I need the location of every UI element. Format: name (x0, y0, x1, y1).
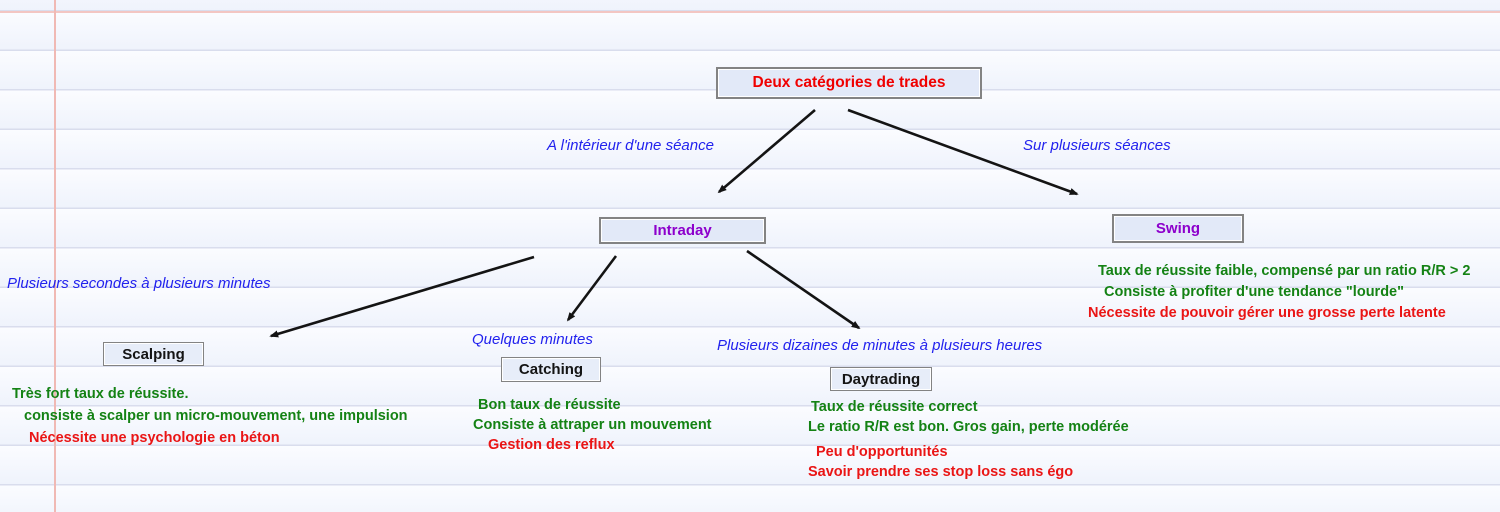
edge-label-scalping: Plusieurs secondes à plusieurs minutes (7, 275, 271, 292)
arrow-root-to-intraday (717, 109, 816, 194)
note-line: consiste à scalper un micro-mouvement, u… (24, 408, 408, 424)
node-intraday-label: Intraday (653, 222, 712, 239)
swing-notes: Taux de réussite faible, compensé par un… (1088, 261, 1470, 324)
node-scalping: Scalping (103, 342, 204, 366)
catching-notes: Bon taux de réussite Consiste à attraper… (473, 395, 712, 455)
node-root-label: Deux catégories de trades (752, 74, 946, 91)
arrow-intraday-to-catching (566, 255, 618, 322)
node-swing-label: Swing (1155, 220, 1201, 237)
edge-label-daytrading: Plusieurs dizaines de minutes à plusieur… (717, 337, 1043, 354)
node-scalping-label: Scalping (122, 345, 185, 363)
note-line: Consiste à attraper un mouvement (473, 417, 712, 433)
node-daytrading: Daytrading (830, 367, 932, 391)
arrow-intraday-to-scalping (269, 255, 535, 338)
node-intraday: Intraday (599, 217, 766, 244)
edge-label-catching: Quelques minutes (472, 331, 593, 348)
node-root: Deux catégories de trades (716, 67, 982, 99)
node-daytrading-label: Daytrading (841, 370, 921, 388)
note-line: Le ratio R/R est bon. Gros gain, perte m… (808, 419, 1129, 435)
note-line: Très fort taux de réussite. (12, 386, 189, 402)
edge-label-intraday: A l'intérieur d'une séance (547, 137, 714, 154)
note-line: Taux de réussite faible, compensé par un… (1098, 263, 1471, 279)
note-line: Consiste à profiter d'une tendance "lour… (1104, 284, 1404, 300)
note-line: Bon taux de réussite (478, 397, 621, 413)
arrow-intraday-to-daytrading (746, 249, 861, 330)
scalping-notes: Très fort taux de réussite. consiste à s… (12, 383, 408, 449)
note-line: Savoir prendre ses stop loss sans égo (808, 464, 1074, 480)
note-line: Taux de réussite correct (811, 399, 978, 415)
edge-label-swing: Sur plusieurs séances (1023, 137, 1171, 154)
note-line: Peu d'opportunités (816, 444, 948, 460)
note-line: Nécessite de pouvoir gérer une grosse pe… (1088, 305, 1446, 321)
node-catching: Catching (501, 357, 601, 382)
note-line: Nécessite une psychologie en béton (29, 430, 280, 446)
arrow-root-to-swing (847, 108, 1079, 196)
node-swing: Swing (1112, 214, 1244, 243)
node-catching-label: Catching (518, 361, 584, 378)
notebook-left-margin-line (54, 0, 56, 512)
notebook-top-margin-line (0, 11, 1500, 13)
daytrading-notes: Taux de réussite correct Le ratio R/R es… (808, 397, 1129, 482)
note-line: Gestion des reflux (488, 437, 615, 453)
